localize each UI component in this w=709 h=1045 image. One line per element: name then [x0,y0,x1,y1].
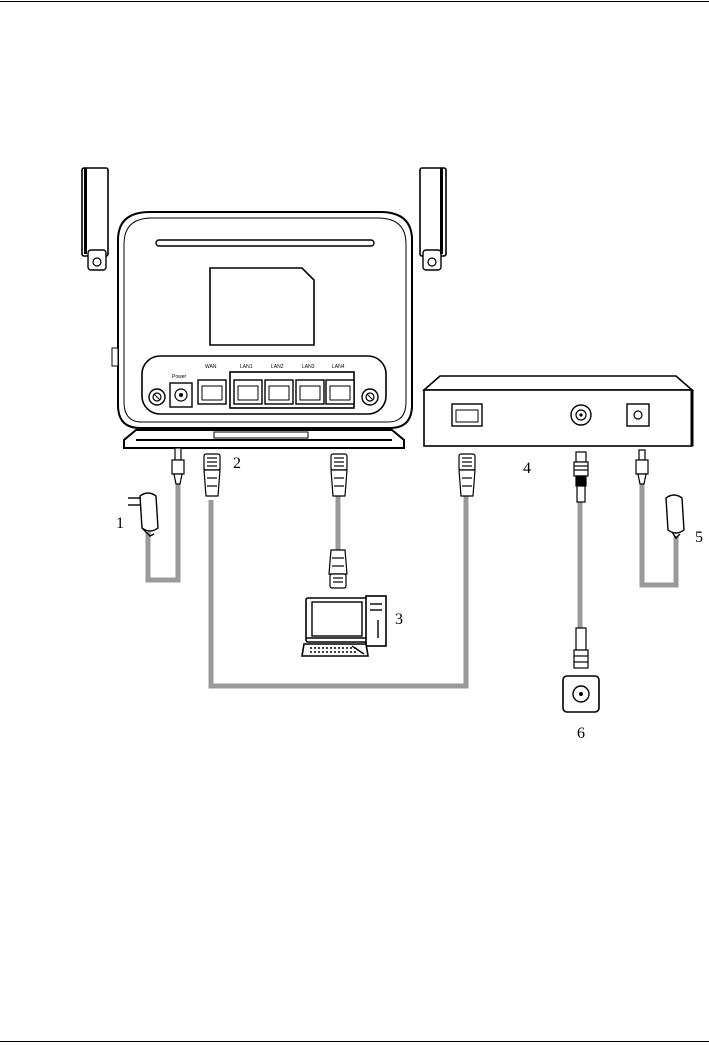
modem-coax-port-icon [571,405,591,425]
port-label-lan4: LAN4 [332,364,345,370]
power-adapter-right-icon [666,495,684,538]
callout-6: 6 [577,725,585,742]
power-jack-icon [170,383,192,407]
power-label: Power [172,374,187,380]
antenna-right-icon [420,168,446,270]
callout-3: 3 [395,611,403,628]
callout-4: 4 [523,460,531,477]
antenna-left-icon [82,168,108,270]
lan2-port-icon [265,380,293,404]
callout-1: 1 [116,515,124,532]
power-adapter-left-icon [128,493,158,536]
rj45-plug-lan-icon [331,454,347,496]
wall-coax-outlet-icon [563,676,599,712]
rj45-plug-wan-icon [204,454,220,496]
modem-power-jack-icon [627,404,649,426]
callout-5: 5 [695,529,703,546]
port-label-lan3: LAN3 [302,364,315,370]
lan1-port-icon [234,380,262,404]
cables [148,482,676,686]
dc-plug-right-icon [636,450,648,484]
wan-port-icon [198,380,226,404]
computer-icon [302,596,386,656]
modem-top [424,376,692,390]
modem [424,376,692,446]
screw-left-icon [149,389,165,405]
coax-plug-top-icon [574,452,588,502]
modem-ethernet-port-icon [452,404,482,426]
led-strip [156,240,374,246]
lan4-port-icon [326,380,354,404]
callout-2: 2 [233,455,241,472]
port-label-wan: WAN [205,364,217,370]
label-plate [210,268,314,345]
dc-plug-left-icon [172,448,184,484]
rj45-plug-computer-icon [329,550,347,588]
coax-plug-bottom-icon [574,628,588,668]
port-label-lan2: LAN2 [271,364,284,370]
rj45-plug-modem-icon [459,454,475,496]
port-label-lan1: LAN1 [240,364,253,370]
screw-right-icon [362,389,378,405]
lan3-port-icon [296,380,324,404]
router: Power WAN LAN1 LAN2 LAN3 LAN4 [82,168,446,448]
